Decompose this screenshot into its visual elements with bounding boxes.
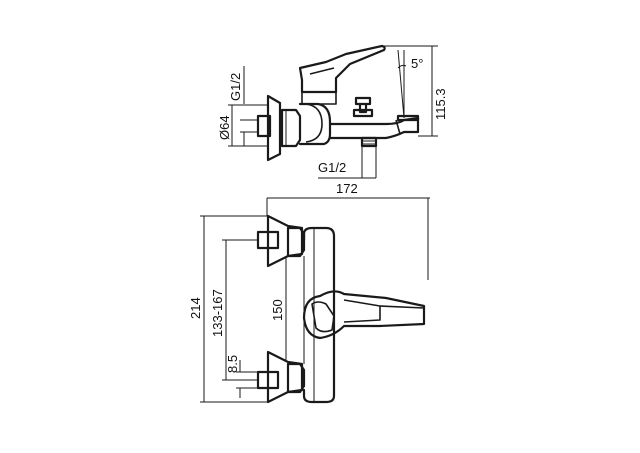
- mixer-body: [298, 102, 332, 146]
- lower-flange: [266, 350, 304, 404]
- thread-top-label: G1/2: [228, 73, 243, 101]
- flange-diameter-label: Ø64: [217, 115, 232, 140]
- vertical-body[interactable]: [302, 226, 336, 404]
- spout: [328, 116, 420, 140]
- inlet-range-label: 133-167: [210, 289, 225, 337]
- height-label: 115.3: [433, 88, 448, 120]
- thread-bottom-label: G1/2: [318, 160, 346, 175]
- nut-label: 8.5: [225, 355, 240, 373]
- lever-handle[interactable]: [298, 44, 386, 94]
- upper-flange: [266, 214, 304, 268]
- inlet-connector: [256, 114, 272, 138]
- wall-flange: [266, 94, 282, 162]
- angle-label: 5°: [411, 56, 423, 71]
- total-height-label: 214: [188, 297, 203, 319]
- side-view: G1/2 Ø64 115.3 5° G1/2: [217, 44, 448, 179]
- bottom-outlet: [360, 136, 378, 148]
- front-view: 172 214 133-167 150 8.5: [188, 181, 430, 404]
- width-label: 172: [336, 181, 358, 196]
- hex-nut: [280, 108, 302, 148]
- front-lever-handle[interactable]: [302, 290, 426, 340]
- diverter-knob[interactable]: [354, 96, 372, 106]
- inlet-spacing-label: 150: [270, 299, 285, 321]
